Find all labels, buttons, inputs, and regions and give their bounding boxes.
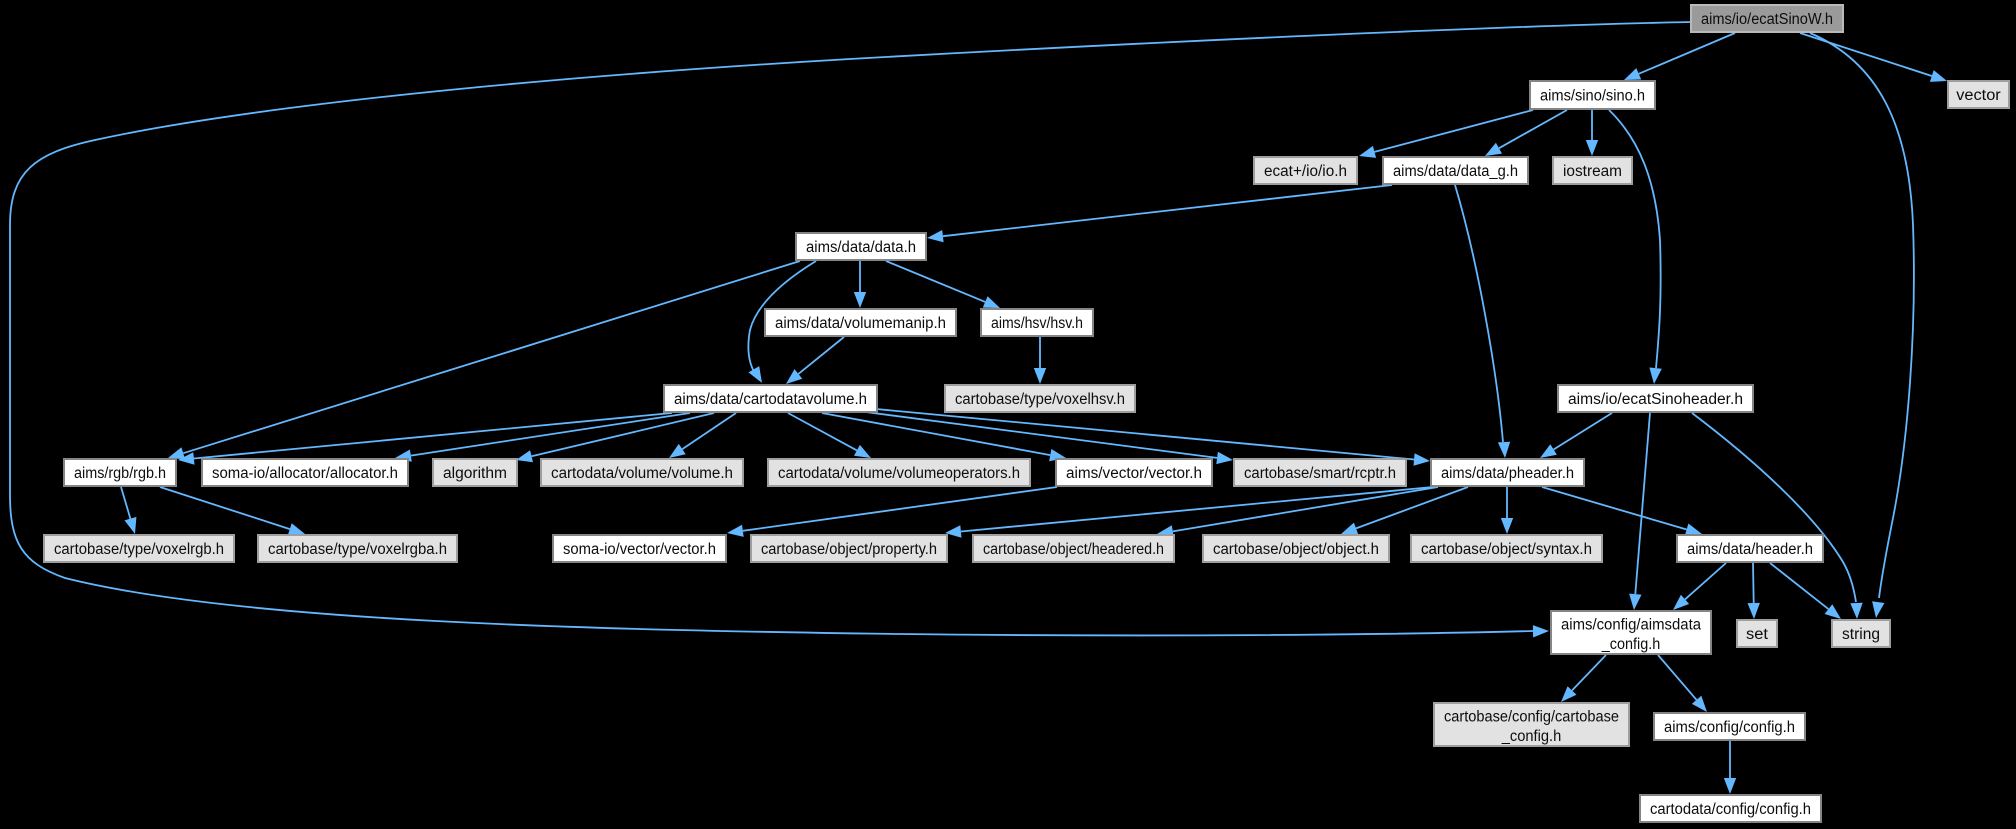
svg-text:aims/hsv/hsv.h: aims/hsv/hsv.h — [991, 315, 1083, 332]
svg-text:cartodata/volume/volume.h: cartodata/volume/volume.h — [551, 465, 733, 482]
svg-text:cartobase/config/cartobase: cartobase/config/cartobase — [1444, 708, 1619, 725]
svg-text:aims/data/pheader.h: aims/data/pheader.h — [1441, 465, 1574, 482]
svg-text:aims/config/aimsdata: aims/config/aimsdata — [1561, 616, 1701, 633]
svg-text:aims/data/data.h: aims/data/data.h — [806, 239, 916, 256]
svg-text:aims/data/cartodatavolume.h: aims/data/cartodatavolume.h — [674, 391, 867, 408]
svg-text:cartodata/config/config.h: cartodata/config/config.h — [1650, 801, 1811, 818]
svg-text:aims/vector/vector.h: aims/vector/vector.h — [1066, 465, 1202, 482]
svg-text:aims/rgb/rgb.h: aims/rgb/rgb.h — [74, 465, 166, 482]
svg-text:cartobase/object/syntax.h: cartobase/object/syntax.h — [1421, 541, 1592, 558]
svg-text:aims/sino/sino.h: aims/sino/sino.h — [1540, 88, 1645, 105]
svg-text:cartobase/smart/rcptr.h: cartobase/smart/rcptr.h — [1244, 465, 1396, 482]
svg-text:cartobase/type/voxelhsv.h: cartobase/type/voxelhsv.h — [955, 391, 1125, 408]
svg-text:_config.h: _config.h — [1601, 636, 1660, 653]
svg-text:algorithm: algorithm — [443, 465, 507, 482]
svg-text:aims/data/data_g.h: aims/data/data_g.h — [1393, 163, 1518, 180]
svg-text:_config.h: _config.h — [1501, 728, 1561, 745]
svg-text:string: string — [1842, 626, 1880, 643]
svg-text:cartobase/type/voxelrgba.h: cartobase/type/voxelrgba.h — [268, 541, 447, 558]
svg-text:aims/data/header.h: aims/data/header.h — [1687, 541, 1813, 558]
svg-text:aims/config/config.h: aims/config/config.h — [1664, 719, 1795, 736]
svg-text:cartodata/volume/volumeoperato: cartodata/volume/volumeoperators.h — [778, 465, 1020, 482]
svg-text:ecat+/io/io.h: ecat+/io/io.h — [1264, 163, 1347, 180]
svg-text:cartobase/type/voxelrgb.h: cartobase/type/voxelrgb.h — [54, 541, 224, 558]
svg-text:soma-io/vector/vector.h: soma-io/vector/vector.h — [563, 541, 716, 558]
svg-text:iostream: iostream — [1563, 163, 1622, 180]
svg-text:aims/data/volumemanip.h: aims/data/volumemanip.h — [775, 315, 946, 332]
svg-text:vector: vector — [1956, 87, 2001, 104]
svg-text:soma-io/allocator/allocator.h: soma-io/allocator/allocator.h — [212, 465, 398, 482]
svg-text:cartobase/object/headered.h: cartobase/object/headered.h — [983, 541, 1164, 558]
svg-text:cartobase/object/property.h: cartobase/object/property.h — [761, 541, 937, 558]
svg-text:cartobase/object/object.h: cartobase/object/object.h — [1213, 541, 1379, 558]
svg-text:set: set — [1746, 626, 1769, 643]
svg-text:aims/io/ecatSinoheader.h: aims/io/ecatSinoheader.h — [1568, 391, 1743, 408]
svg-text:aims/io/ecatSinoW.h: aims/io/ecatSinoW.h — [1701, 11, 1833, 28]
